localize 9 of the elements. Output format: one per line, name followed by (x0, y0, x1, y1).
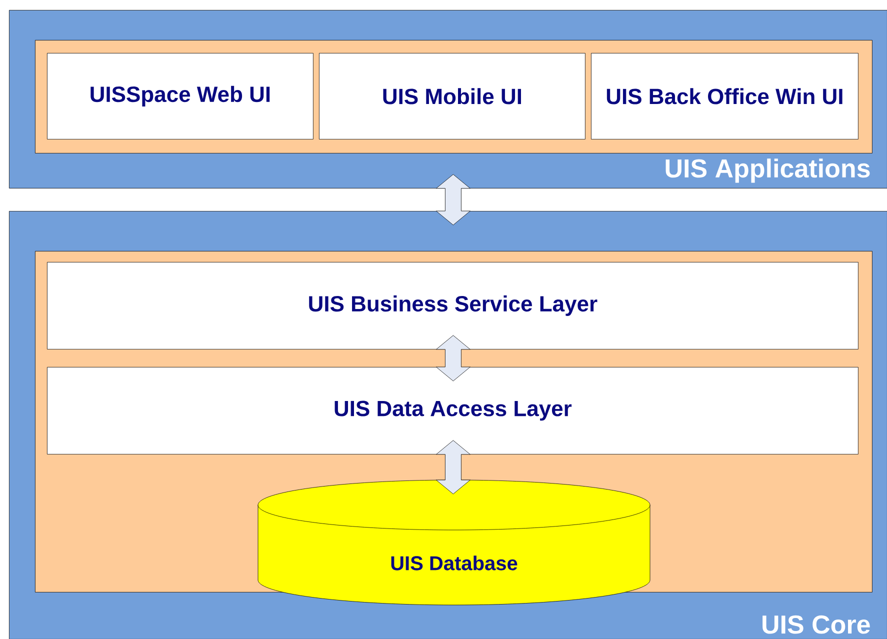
double-arrow (436, 440, 470, 494)
layer-box: UIS Back Office Win UI (591, 53, 858, 140)
double-arrow (436, 174, 470, 226)
layer-box: UIS Business Service Layer (47, 262, 858, 350)
layer-box: UIS Data Access Layer (47, 367, 858, 454)
layer-box: UIS Mobile UI (319, 53, 586, 140)
double-arrow (436, 335, 470, 382)
layer-box: UISSpace Web UI (47, 53, 314, 140)
database-cylinder: UIS Database (258, 480, 650, 606)
